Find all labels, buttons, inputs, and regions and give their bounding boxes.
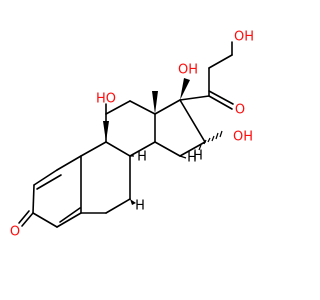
c11-hydroxyl: HO — [96, 92, 116, 115]
h-c14-label: H — [187, 151, 197, 166]
c13-methyl — [152, 91, 158, 114]
oh-c11-label: HO — [96, 92, 116, 107]
c17-hydroxyl: OH — [178, 63, 198, 100]
ring-d — [154, 99, 206, 157]
h-c8-label: H — [135, 199, 145, 214]
molecule-structure: HO OH O OH OH H H H — [10, 30, 254, 240]
ring-a — [18, 155, 82, 228]
oh-c21-label: OH — [234, 30, 254, 45]
c10-methyl — [103, 121, 109, 142]
c16-hydroxyl: OH H — [193, 130, 253, 164]
h-c9-label: H — [137, 150, 147, 165]
side-chain: O OH — [179, 30, 254, 118]
oh-c17-label: OH — [178, 63, 198, 78]
ring-b — [80, 141, 131, 214]
h-c16-label: H — [193, 149, 203, 164]
o-c3-label: O — [10, 225, 20, 240]
o-c20-label: O — [235, 103, 245, 118]
oh-c16-label: OH — [233, 130, 253, 145]
stereo-hydrogens: H H H — [130, 150, 197, 214]
